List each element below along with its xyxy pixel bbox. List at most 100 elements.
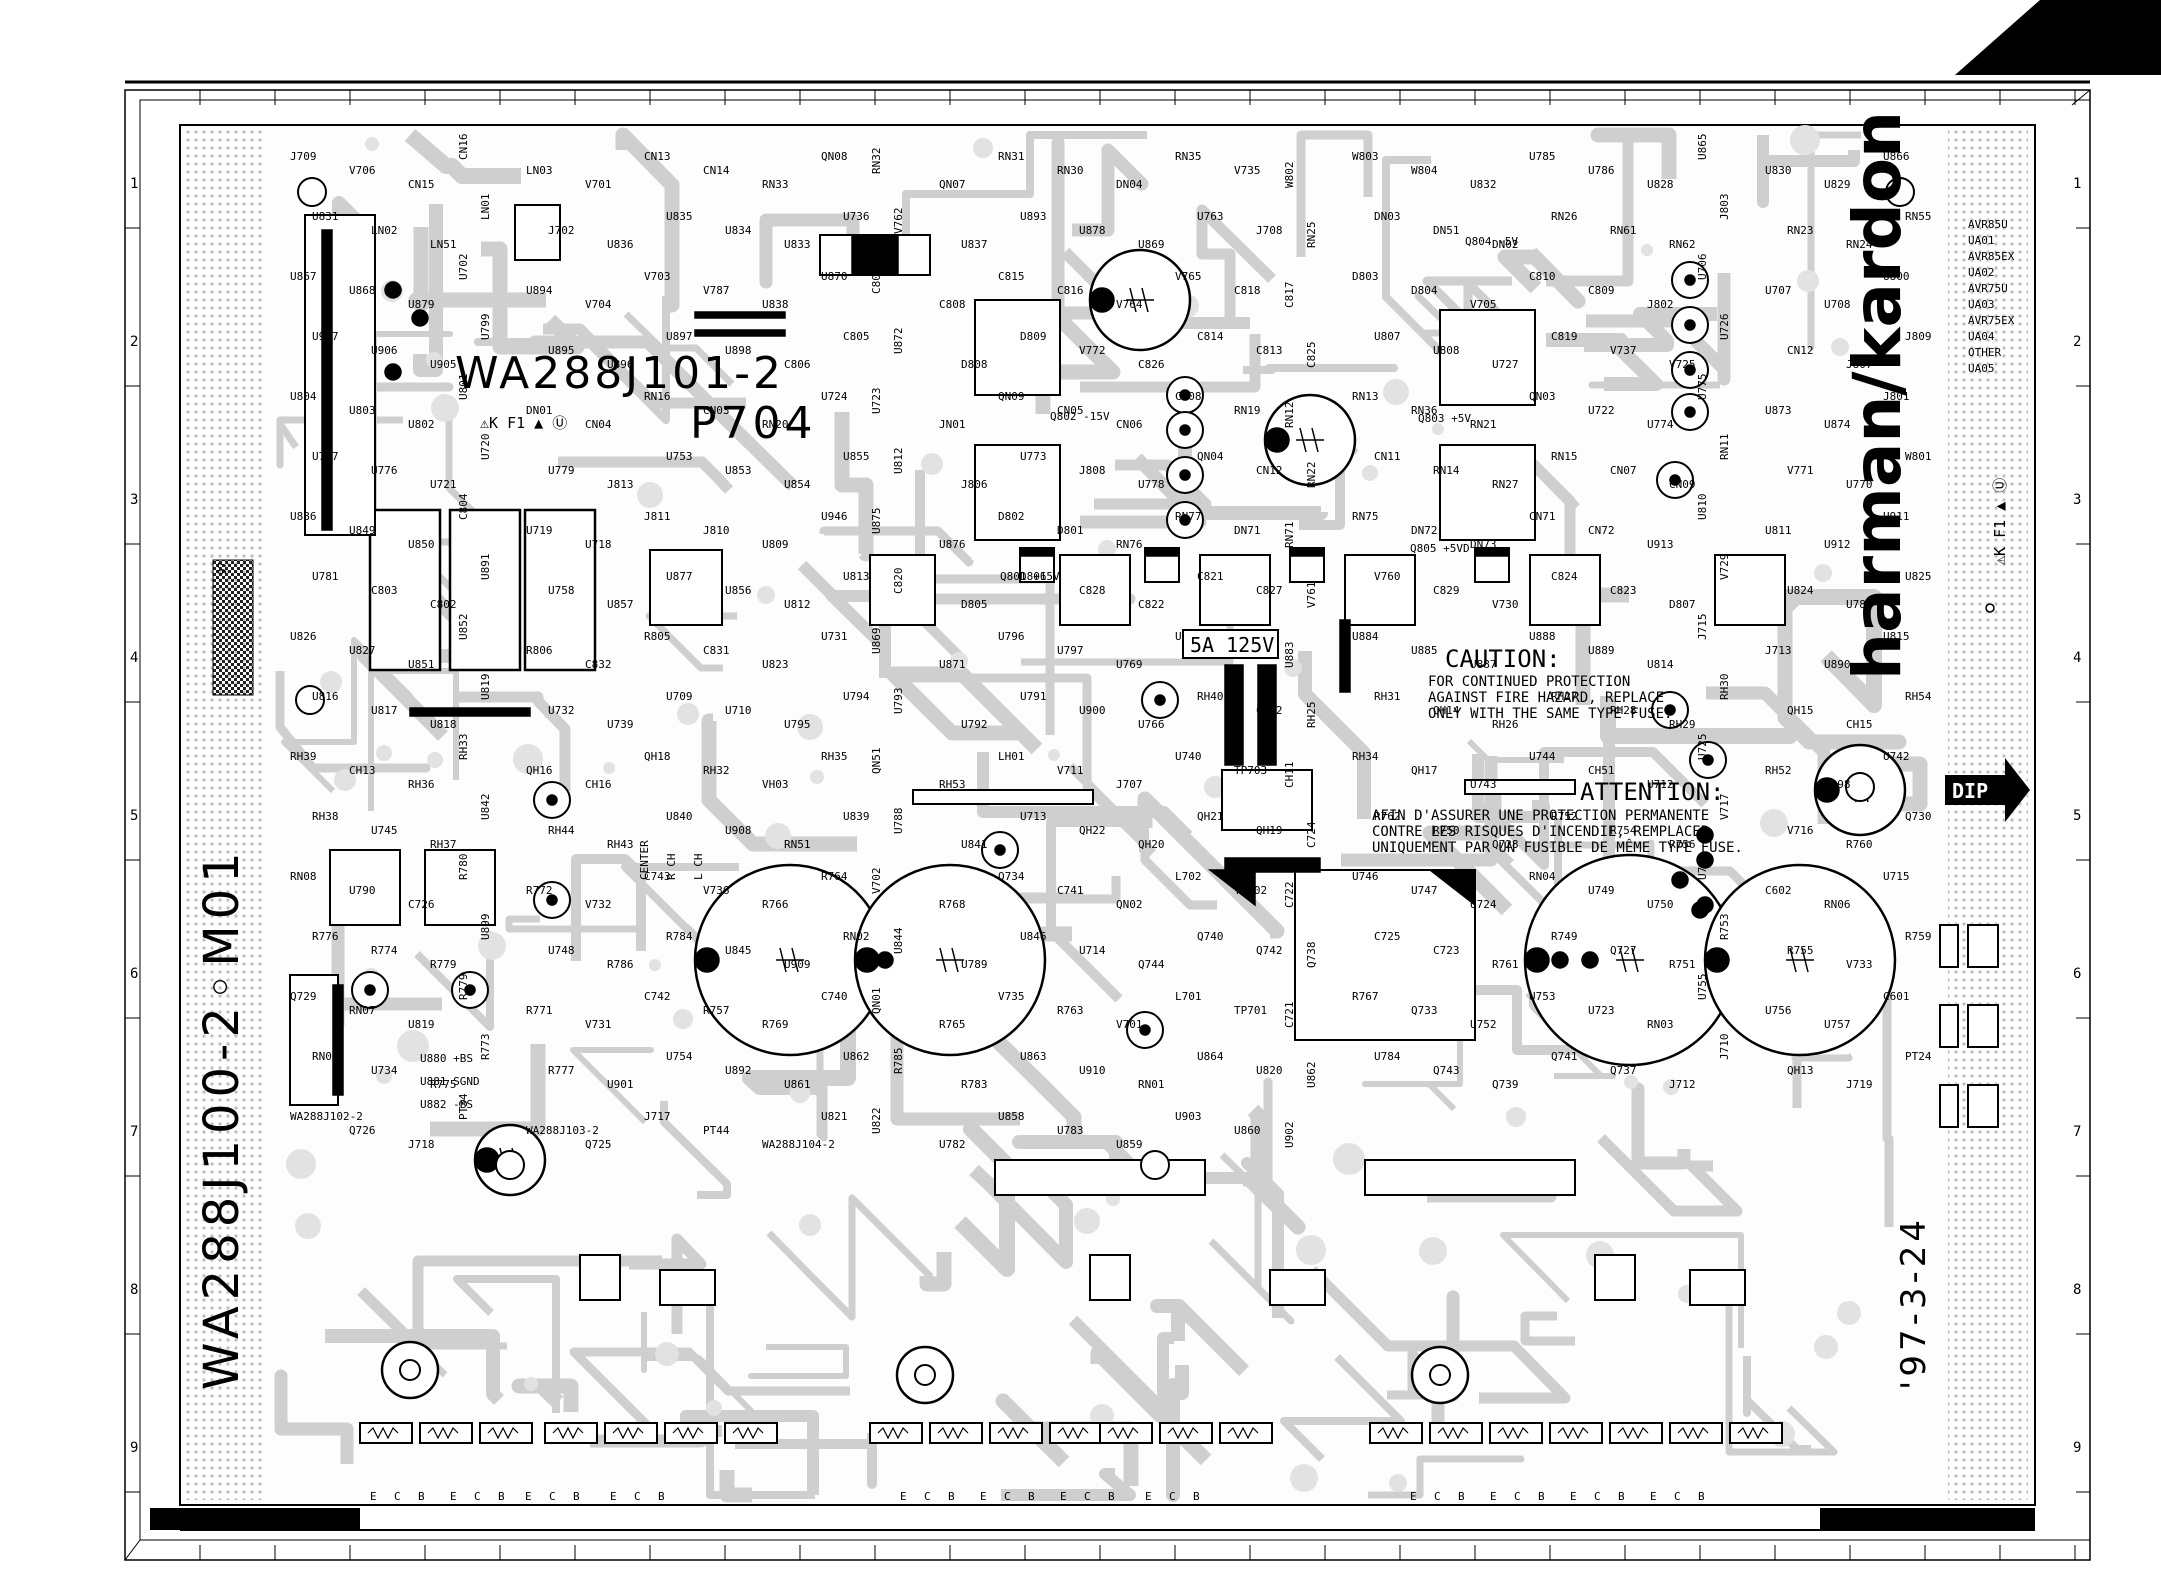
component-ref: U723	[1588, 1004, 1615, 1017]
component-ref: U724	[1470, 898, 1497, 911]
component-ref: U745	[371, 824, 398, 837]
components	[289, 177, 1999, 1444]
component-ref: V711	[1057, 764, 1084, 777]
component-ref: CH16	[585, 778, 612, 791]
component-ref: C740	[821, 990, 848, 1003]
component-ref: C809	[1588, 284, 1615, 297]
component-ref: RN15	[1551, 450, 1578, 463]
copper-pad	[1837, 1301, 1861, 1325]
component-ref: C817	[1283, 282, 1296, 309]
component-ref: C819	[1551, 330, 1578, 343]
component-ref: RH33	[457, 734, 470, 761]
component-ref: RN12	[1283, 402, 1296, 429]
component-ref: U864	[1197, 1050, 1224, 1063]
thick-trace	[1224, 857, 1321, 873]
component-ref: U911	[1883, 510, 1910, 523]
component-ref: RN35	[1175, 150, 1202, 163]
component-ref: DN03	[1374, 210, 1401, 223]
component-ref: R783	[961, 1078, 988, 1091]
component-ref: U855	[843, 450, 870, 463]
component-ref: U819	[408, 1018, 435, 1031]
via-pad	[384, 363, 402, 381]
component-ref: V736	[703, 884, 730, 897]
transformer-marker	[1427, 869, 1476, 907]
component-ref: U834	[725, 224, 752, 237]
component-ref: U803	[349, 404, 376, 417]
copper-pad	[797, 714, 823, 740]
row-number-left: 8	[130, 1282, 138, 1298]
component-ref: C808	[939, 298, 966, 311]
component-ref: VH03	[762, 778, 789, 791]
copper-pad	[677, 703, 699, 725]
component-ref: U835	[666, 210, 693, 223]
component-ref: R769	[762, 1018, 789, 1031]
pin-letter: C	[1169, 1490, 1176, 1503]
component-ref: U865	[1696, 134, 1709, 161]
capacitor-pad	[1684, 406, 1696, 418]
attention-block: ATTENTION: AFIN D'ASSURER UNE PROTECTION…	[1372, 778, 1743, 856]
component-ref: RH37	[430, 838, 457, 851]
component-ref: R753	[1718, 914, 1731, 941]
component-ref: J809	[1905, 330, 1932, 343]
component-ref: V787	[703, 284, 730, 297]
inductor-core	[1429, 1364, 1451, 1386]
component-ref: QH18	[644, 750, 671, 763]
component-ref: C806	[784, 358, 811, 371]
component-ref: J811	[644, 510, 671, 523]
component-ref: CH11	[1283, 762, 1296, 789]
component-ref: R806	[526, 644, 553, 657]
component-ref: J702	[548, 224, 575, 237]
component-ref: QN01	[870, 988, 883, 1015]
component-ref: U907	[312, 330, 339, 343]
copper-pad	[1296, 1235, 1326, 1265]
fuse-holder	[1221, 769, 1313, 831]
component-ref: U912	[1824, 538, 1851, 551]
component-ref: U753	[666, 450, 693, 463]
pin-letter: B	[418, 1490, 425, 1503]
component-ref: RN04	[1529, 870, 1556, 883]
component-ref: U899	[479, 914, 492, 941]
component-ref: Q737	[1610, 1064, 1637, 1077]
copper-pad	[427, 752, 443, 768]
rail-q801: Q801 +15V	[1000, 570, 1060, 583]
copper-pad	[603, 762, 615, 774]
rail-q803: Q803 +5V	[1418, 412, 1471, 425]
component-ref: RN27	[1492, 478, 1519, 491]
component-ref: C824	[1551, 570, 1578, 583]
output-inductor	[1410, 1345, 1470, 1405]
component-ref: U910	[1079, 1064, 1106, 1077]
ic-package	[1529, 554, 1601, 626]
component-ref: U766	[1138, 718, 1165, 731]
component-ref: DN71	[1234, 524, 1261, 537]
thick-trace	[1339, 619, 1351, 693]
component-ref: R752	[1551, 810, 1578, 823]
component-ref: C815	[998, 270, 1025, 283]
component-ref: U792	[961, 718, 988, 731]
model-list-item: UA01	[1968, 234, 1995, 247]
component-ref: RN55	[1905, 210, 1932, 223]
part-number: WA288J101-2	[455, 348, 784, 399]
copper-pad	[1284, 659, 1302, 677]
ic-package	[1269, 1269, 1326, 1306]
resistor-symbol	[1227, 1426, 1259, 1440]
component-ref: U823	[762, 658, 789, 671]
component-ref: U838	[762, 298, 789, 311]
component-ref: U894	[526, 284, 553, 297]
resistor-array	[1464, 779, 1576, 795]
copper-pad	[1663, 1079, 1679, 1095]
component-ref: V701	[585, 178, 612, 191]
component-ref: U906	[371, 344, 398, 357]
component-ref: U799	[479, 314, 492, 341]
copper-pad	[655, 1342, 679, 1366]
component-ref: U877	[666, 570, 693, 583]
component-ref: LN01	[479, 194, 492, 221]
component-ref: C814	[1197, 330, 1224, 343]
component-ref: V765	[1175, 270, 1202, 283]
component-ref: U861	[784, 1078, 811, 1091]
component-ref: C818	[1234, 284, 1261, 297]
component-ref: D804	[1411, 284, 1438, 297]
model-list-item: UA04	[1968, 330, 1995, 343]
pin-letter: B	[1108, 1490, 1115, 1503]
component-ref: U788	[892, 808, 905, 835]
